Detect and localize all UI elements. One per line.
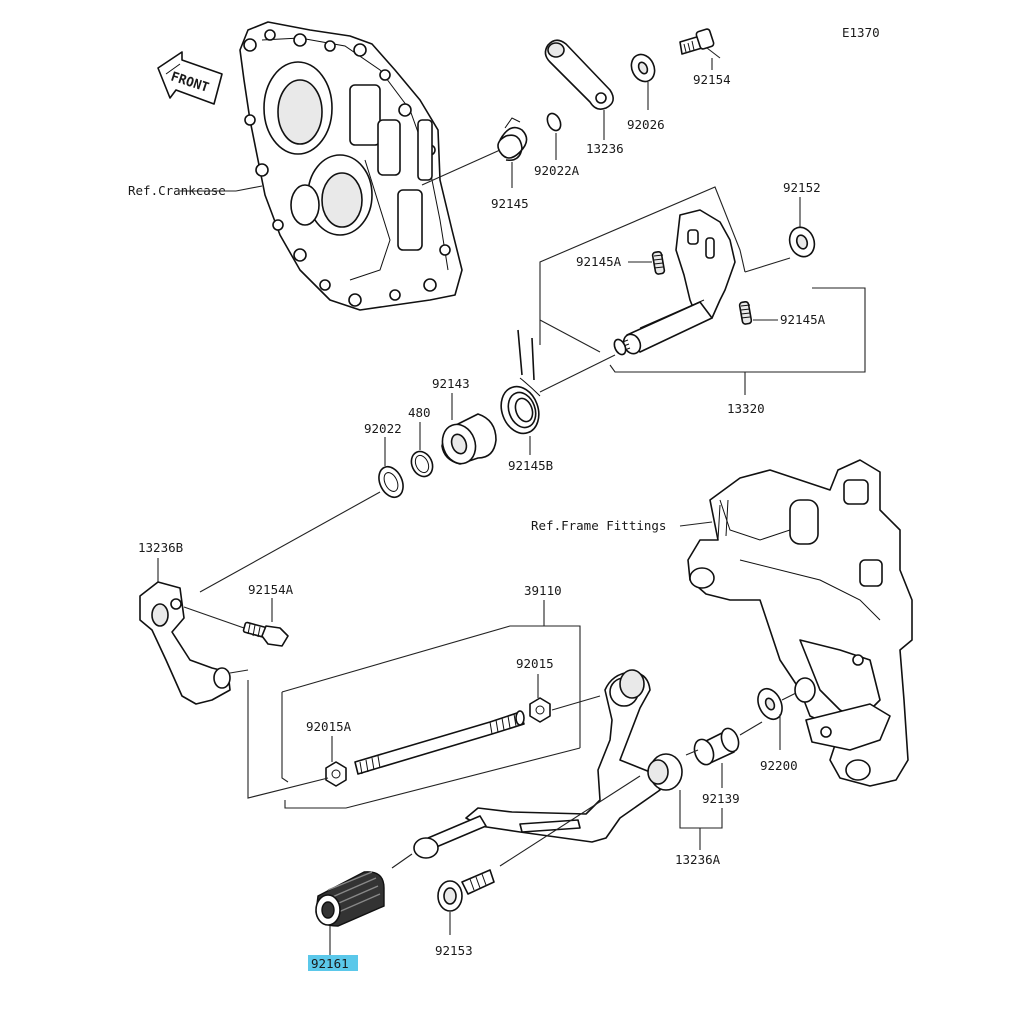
- collar-92139-icon: [693, 727, 740, 766]
- front-arrow-icon: FRONT: [157, 51, 223, 105]
- part-label-92022A[interactable]: 92022A: [534, 163, 580, 178]
- part-label-13320[interactable]: 13320: [727, 401, 765, 416]
- washer-92022A-icon: [546, 112, 562, 132]
- part-label-13236[interactable]: 13236: [586, 141, 624, 156]
- spring-92145-icon: [497, 117, 528, 162]
- diagram-code: E1370: [842, 25, 880, 40]
- part-label-92143[interactable]: 92143: [432, 376, 470, 391]
- part-label-92015A[interactable]: 92015A: [306, 719, 352, 734]
- part-label-92145A-left[interactable]: 92145A: [576, 254, 622, 269]
- bolt-92154-icon: [679, 28, 715, 55]
- part-label-92015[interactable]: 92015: [516, 656, 554, 671]
- shift-shaft-icon: [613, 209, 736, 356]
- frame-fittings-illustration: [687, 459, 913, 787]
- part-label-480[interactable]: 480: [408, 405, 431, 420]
- part-label-92153[interactable]: 92153: [435, 943, 473, 958]
- pedal-rubber-92161-icon: [315, 871, 385, 927]
- part-label-39110[interactable]: 39110: [524, 583, 562, 598]
- part-label-92152[interactable]: 92152: [783, 180, 821, 195]
- part-label-92200[interactable]: 92200: [760, 758, 798, 773]
- part-label-92154[interactable]: 92154: [693, 72, 731, 87]
- washer-92200-icon: [757, 687, 783, 721]
- washer-92026-icon: [630, 53, 656, 83]
- crankcase-illustration: [239, 21, 463, 311]
- bolt-92153-icon: [437, 869, 495, 912]
- part-label-92154A[interactable]: 92154A: [248, 582, 294, 597]
- tie-rod-icon: [354, 710, 525, 775]
- shift-pedal-icon: [413, 669, 683, 859]
- circlip-480-icon: [410, 450, 434, 478]
- part-label-92145[interactable]: 92145: [491, 196, 529, 211]
- part-label-92026[interactable]: 92026: [627, 117, 665, 132]
- spring-92145B-icon: [500, 329, 541, 435]
- ref-crankcase-label: Ref.Crankcase: [128, 183, 226, 198]
- part-label-13236A[interactable]: 13236A: [675, 852, 721, 867]
- washer-92022-icon: [378, 465, 404, 499]
- spring-92145A-left-icon: [651, 250, 666, 275]
- collar-92143-icon: [441, 413, 497, 465]
- part-label-92145B[interactable]: 92145B: [508, 458, 553, 473]
- nut-92015A-icon: [325, 761, 347, 787]
- part-label-92145A-right[interactable]: 92145A: [780, 312, 826, 327]
- collar-92152-icon: [788, 226, 816, 258]
- lever-13236-icon: [544, 39, 614, 110]
- highlight-box: [308, 955, 358, 971]
- part-label-13236B[interactable]: 13236B: [138, 540, 183, 555]
- spring-92145A-right-icon: [738, 300, 753, 325]
- bolt-92154A-icon: [242, 621, 289, 647]
- nut-92015-icon: [529, 697, 551, 723]
- part-label-92022[interactable]: 92022: [364, 421, 402, 436]
- lever-13236B-icon: [139, 581, 231, 705]
- part-label-92139[interactable]: 92139: [702, 791, 740, 806]
- part-label-92161[interactable]: 92161: [311, 956, 349, 971]
- ref-frame-fittings-label: Ref.Frame Fittings: [531, 518, 666, 533]
